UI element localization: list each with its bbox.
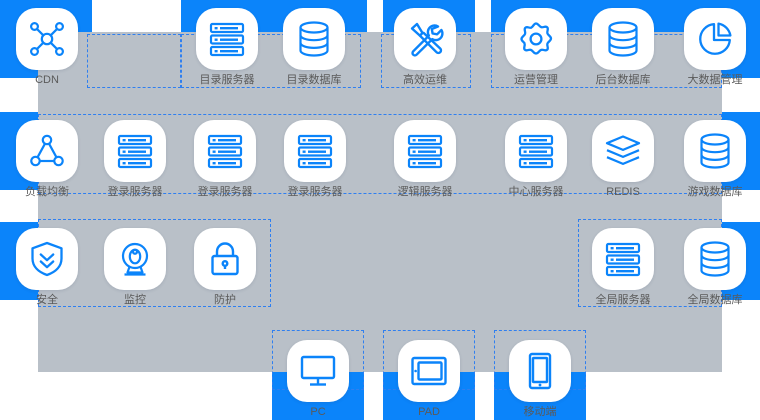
tile-label: 监控 [124,294,146,306]
group-directory [181,34,361,88]
tile-运营管理[interactable]: 运营管理 [505,8,567,87]
pie-chart-icon [699,22,732,55]
gear-icon [520,22,553,55]
tile-后台数据库[interactable]: 后台数据库 [592,8,654,87]
tile-card[interactable] [283,8,345,70]
server-rack-icon [518,134,554,169]
tile-card[interactable] [592,120,654,182]
load-balancer-icon [30,134,64,167]
tile-card[interactable] [684,228,746,290]
tile-card[interactable] [684,120,746,182]
tile-label: PAD [418,406,440,418]
server-rack-icon [207,134,243,169]
tile-登录服务器[interactable]: 登录服务器 [194,120,256,199]
tile-逻辑服务器[interactable]: 逻辑服务器 [394,120,456,199]
tile-label: 登录服务器 [197,186,253,198]
tile-label: 全局服务器 [595,294,651,306]
tile-登录服务器[interactable]: 登录服务器 [284,120,346,199]
tile-label: 目录数据库 [286,74,342,86]
tile-card[interactable] [505,8,567,70]
database-icon [299,21,329,57]
tile-安全[interactable]: 安全 [16,228,78,307]
server-rack-icon [209,22,245,57]
tile-label: REDIS [606,186,640,198]
tile-card[interactable] [394,8,456,70]
tile-card[interactable] [104,228,166,290]
tile-REDIS[interactable]: REDIS [592,120,654,199]
tile-card[interactable] [287,340,349,402]
tile-label: 安全 [36,294,58,306]
tile-card[interactable] [509,340,571,402]
tile-label: 大数据管理 [687,74,743,86]
layers-stack-icon [605,135,641,165]
tile-目录服务器[interactable]: 目录服务器 [196,8,258,87]
tile-负载均衡[interactable]: 负载均衡 [16,120,78,199]
tile-label: PC [310,406,326,418]
tile-防护[interactable]: 防护 [194,228,256,307]
tile-card[interactable] [398,340,460,402]
tile-label: 负载均衡 [25,186,69,198]
tile-label: 目录服务器 [199,74,255,86]
tile-label: 中心服务器 [508,186,564,198]
tile-card[interactable] [592,8,654,70]
tile-card[interactable] [196,8,258,70]
camera-monitor-icon [121,242,149,276]
smartphone-icon [528,352,552,390]
shield-icon [31,241,63,277]
tile-card[interactable] [16,8,78,70]
tile-label: 登录服务器 [107,186,163,198]
tile-label: 登录服务器 [287,186,343,198]
tile-目录数据库[interactable]: 目录数据库 [283,8,345,87]
tile-card[interactable] [194,228,256,290]
database-icon [700,241,730,277]
server-rack-icon [297,134,333,169]
tile-card[interactable] [394,120,456,182]
server-rack-icon [117,134,153,169]
tile-高效运维[interactable]: 高效运维 [394,8,456,87]
tile-PAD[interactable]: PAD [398,340,460,419]
tile-label: 运营管理 [514,74,558,86]
center-gray-panel [38,32,722,372]
tile-登录服务器[interactable]: 登录服务器 [104,120,166,199]
tile-label: 防护 [214,294,236,306]
tile-card[interactable] [505,120,567,182]
tile-监控[interactable]: 监控 [104,228,166,307]
database-icon [608,21,638,57]
tile-label: 高效运维 [403,74,447,86]
tile-label: 全局数据库 [687,294,743,306]
tile-PC[interactable]: PC [287,340,349,419]
tools-wrench-icon [410,22,444,57]
tile-card[interactable] [16,120,78,182]
tile-label: 逻辑服务器 [397,186,453,198]
tile-中心服务器[interactable]: 中心服务器 [505,120,567,199]
tile-大数据管理[interactable]: 大数据管理 [684,8,746,87]
desktop-monitor-icon [300,355,336,386]
tile-label: 后台数据库 [595,74,651,86]
tile-游戏数据库[interactable]: 游戏数据库 [684,120,746,199]
tile-全局服务器[interactable]: 全局服务器 [592,228,654,307]
tile-card[interactable] [104,120,166,182]
cdn-network-icon [29,21,65,57]
server-rack-icon [407,134,443,169]
tile-全局数据库[interactable]: 全局数据库 [684,228,746,307]
tile-label: 游戏数据库 [687,186,743,198]
tablet-icon [411,356,447,386]
tile-card[interactable] [284,120,346,182]
tile-card[interactable] [592,228,654,290]
tile-移动端[interactable]: 移动端 [509,340,571,419]
lock-icon [211,242,239,276]
group-cdn [87,34,181,88]
tile-label: 移动端 [523,406,557,418]
tile-card[interactable] [194,120,256,182]
tile-CDN[interactable]: CDN [16,8,78,87]
tile-card[interactable] [684,8,746,70]
tile-card[interactable] [16,228,78,290]
database-icon [700,133,730,169]
server-rack-icon [605,242,641,277]
tile-label: CDN [35,74,59,86]
